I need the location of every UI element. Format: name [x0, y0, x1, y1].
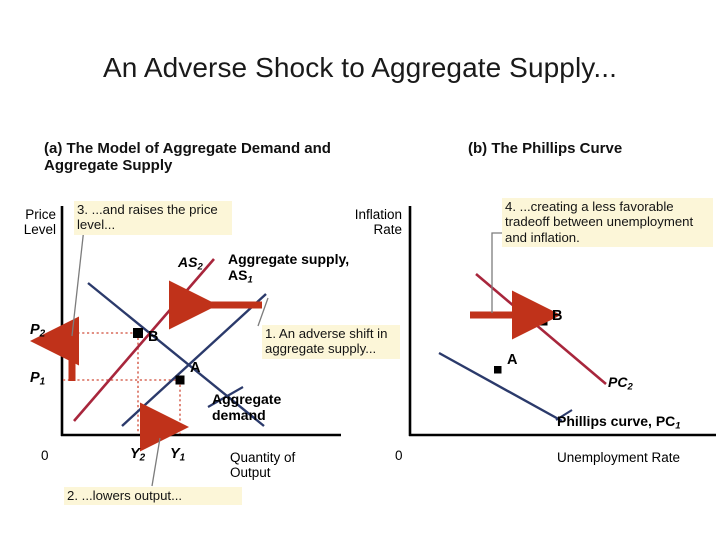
point-b-marker-b: [540, 318, 548, 326]
panel-b-y-axis-label: Inflation Rate: [354, 207, 402, 238]
callout-3: 3. ...and raises the price level...: [74, 201, 232, 235]
y2-base: Y: [130, 446, 140, 462]
callout-1: 1. An adverse shift in aggregate supply.…: [262, 325, 400, 359]
panel-a-point-label-b: B: [148, 329, 159, 345]
callout-4: 4. ...creating a less favorable tradeoff…: [502, 198, 713, 248]
curve-aggregate-demand: [87, 282, 265, 427]
panel-a-curve-label-as2: AS2: [178, 254, 203, 272]
y2-sub: 2: [139, 452, 146, 464]
p1-sub: 1: [39, 376, 46, 388]
leader-line-callout-2: [151, 437, 161, 487]
as2-base: AS: [178, 254, 198, 270]
panel-a-guide-lines: [63, 332, 181, 434]
panel-b-x-axis-label: Unemployment Rate: [557, 450, 681, 465]
panel-a-x-tick-y2: Y2: [130, 446, 145, 463]
panel-a-x-tick-y1: Y1: [170, 446, 185, 463]
panel-a-y-tick-p1: P1: [30, 370, 45, 387]
leader-line-phillips-1: [555, 409, 573, 421]
point-a-marker-b: [494, 366, 502, 374]
p2-sub: 2: [39, 328, 46, 340]
panel-a-y-axis-label: Price Level: [23, 207, 56, 238]
panel-b-point-label-b: B: [552, 308, 563, 324]
as1-base: Aggregate supply, AS: [228, 251, 350, 283]
y1-base: Y: [170, 446, 180, 462]
page-title: An Adverse Shock to Aggregate Supply...: [103, 52, 617, 83]
pc2-base: PC: [608, 374, 628, 390]
as2-sub: 2: [197, 261, 203, 273]
p1-base: P: [30, 370, 40, 386]
as1-sub: 1: [247, 274, 253, 286]
pc1-sub: 1: [675, 420, 681, 432]
panel-a-x-axis-label: Quantity of Output: [230, 450, 296, 481]
callout-2: 2. ...lowers output...: [64, 487, 242, 506]
panel-a-point-label-a: A: [190, 360, 201, 376]
panel-a-y-tick-p2: P2: [30, 322, 45, 339]
pc1-base: Phillips curve, PC: [557, 413, 676, 429]
panel-a-curve-label-ad: Aggregate demand: [212, 391, 282, 423]
panel-a-curve-label-as1: Aggregate supply, AS1: [228, 251, 358, 286]
pc2-sub: 2: [627, 381, 633, 393]
curve-aggregate-supply-2: [73, 258, 215, 422]
point-b-marker-a: [133, 328, 143, 338]
panel-b-axes: [408, 206, 716, 437]
panel-b-curve-label-pc1: Phillips curve, PC1: [557, 413, 681, 432]
panel-b-heading: (b) The Phillips Curve: [468, 140, 623, 157]
leader-line-callout-1: [257, 297, 269, 327]
panel-b-point-label-a: A: [507, 352, 518, 368]
leader-line-callout-3: [71, 227, 85, 337]
panel-b-curve-label-pc2: PC2: [608, 374, 633, 392]
point-a-marker-a: [175, 375, 185, 385]
panel-b-origin-label: 0: [395, 448, 403, 463]
panel-a-heading: (a) The Model of Aggregate Demand and Ag…: [44, 140, 331, 175]
y1-sub: 1: [179, 452, 186, 464]
panel-a-origin-label: 0: [41, 448, 49, 463]
curve-phillips-1: [438, 351, 563, 423]
leader-line-aggregate-demand: [207, 386, 244, 408]
p2-base: P: [30, 322, 40, 338]
